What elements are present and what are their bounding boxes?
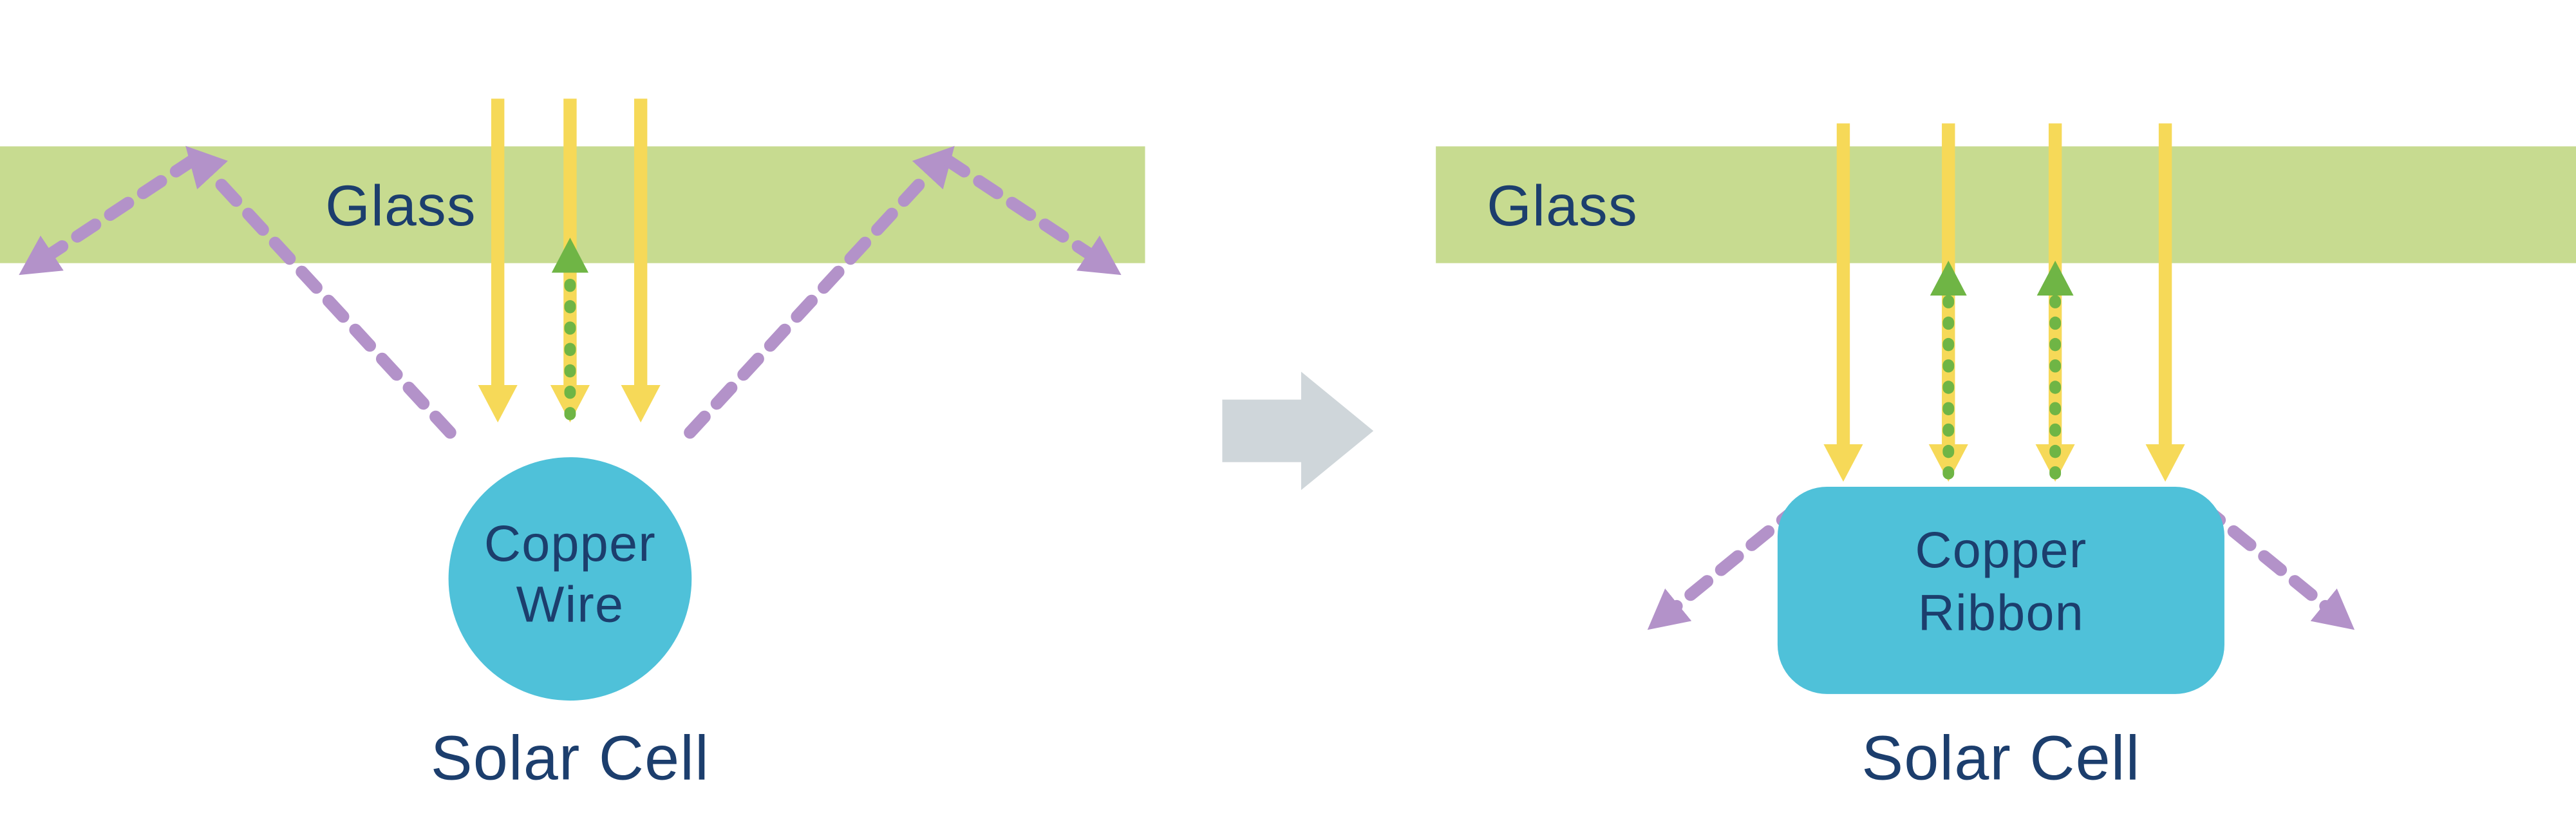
solar-cell-label: Solar Cell bbox=[431, 723, 710, 793]
solar-cell-label: Solar Cell bbox=[1861, 723, 2140, 793]
reflected-ray-exit-left bbox=[19, 153, 200, 276]
reflected-ray-up-right bbox=[684, 146, 955, 439]
copper-ribbon bbox=[1777, 487, 2224, 694]
copper-wire-label-line1: Copper bbox=[484, 514, 656, 572]
glass-layer bbox=[1436, 146, 2576, 263]
reflected-ray-exit-right bbox=[940, 153, 1122, 276]
reflected-ray-exit-right bbox=[2197, 500, 2355, 630]
copper-ribbon-label-line2: Ribbon bbox=[1918, 583, 2084, 641]
copper-wire bbox=[448, 457, 692, 701]
copper-ribbon-label-line1: Copper bbox=[1915, 521, 2087, 578]
transition-arrow-icon bbox=[1222, 372, 1374, 491]
glass-label: Glass bbox=[1487, 173, 1638, 238]
copper-wire-label-line2: Wire bbox=[516, 575, 625, 632]
right-panel: Glass Copper Ribbon Solar Cell bbox=[1436, 123, 2576, 793]
reflected-ray-up-left bbox=[185, 146, 456, 439]
reflected-ray-exit-left bbox=[1647, 500, 1805, 630]
left-panel: Glass Copper Wire Solar Cell bbox=[0, 99, 1145, 793]
glass-label: Glass bbox=[325, 173, 476, 238]
